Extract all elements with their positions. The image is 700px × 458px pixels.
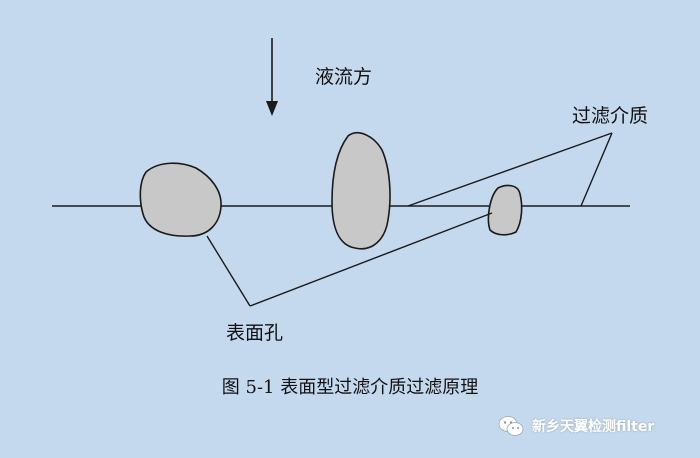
surface-pore-label: 表面孔 xyxy=(226,322,284,344)
small-particle-right xyxy=(487,184,523,236)
large-particle-left xyxy=(139,162,222,237)
wechat-icon xyxy=(498,416,524,436)
watermark-text: 新乡天翼检测filter xyxy=(532,419,655,435)
watermark: 新乡天翼检测filter xyxy=(498,412,654,440)
filter-medium-label: 过滤介质 xyxy=(572,105,649,127)
figure-caption: 图 5-1 表面型过滤介质过滤原理 xyxy=(221,377,479,398)
flow-arrow xyxy=(266,38,278,116)
filter-medium-leader xyxy=(407,132,613,207)
surface-pore-leader xyxy=(206,212,493,307)
tall-particle-middle xyxy=(331,132,391,250)
flow-direction-label: 液流方 xyxy=(315,66,373,88)
